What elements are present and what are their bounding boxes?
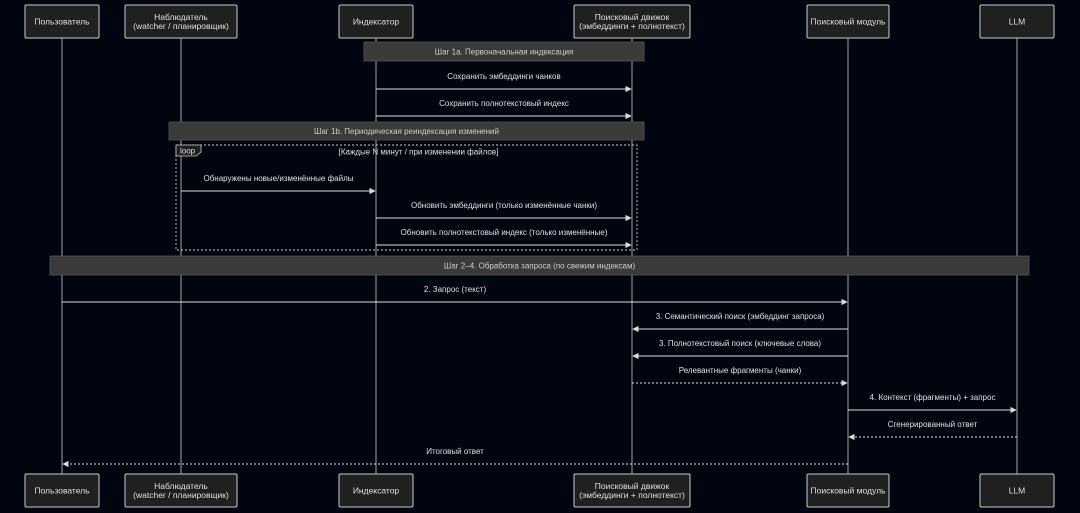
participant-label: (watcher / планировщик)	[133, 21, 229, 31]
note-text: Шаг 2–4. Обработка запроса (по свежим ин…	[444, 262, 636, 271]
message: Обновить эмбеддинги (только изменённые ч…	[376, 201, 632, 222]
participant-box	[124, 4, 238, 39]
loop-label: loop	[180, 147, 196, 156]
message: Обновить полнотекстовый индекс (только и…	[376, 228, 632, 249]
message: Обнаружены новые/изменённые файлы	[181, 174, 376, 195]
message-label: Сохранить полнотекстовый индекс	[439, 99, 569, 108]
participant-box	[573, 4, 691, 39]
message: 3. Полнотекстовый поиск (ключевые слова)	[632, 339, 848, 360]
participant-indexer-top: Индексатор	[338, 4, 414, 39]
message-label: Обновить полнотекстовый индекс (только и…	[401, 228, 608, 237]
note-step: Шаг 1b. Периодическая реиндексация измен…	[168, 121, 645, 141]
message: Сохранить эмбеддинги чанков	[376, 72, 632, 93]
message-label: Релевантные фрагменты (чанки)	[679, 366, 802, 375]
participant-box	[338, 473, 414, 508]
participant-label: Поисковый модуль	[811, 486, 886, 496]
participant-label: LLM	[1009, 17, 1026, 27]
loop-fragment: loop [Каждые N минут / при изменении файл…	[175, 144, 638, 251]
participant-label: Наблюдатель	[154, 12, 208, 22]
participant-label: Наблюдатель	[154, 481, 208, 491]
message: 3. Семантический поиск (эмбеддинг запрос…	[632, 312, 848, 333]
participant-label: Индексатор	[353, 17, 400, 27]
participant-watcher-top: Наблюдатель(watcher / планировщик)	[124, 4, 238, 39]
message-label: 2. Запрос (текст)	[424, 285, 487, 294]
participant-search-bottom: Поисковый модуль	[806, 473, 890, 508]
participant-user-top: Пользователь	[24, 4, 100, 39]
message: Сгенерированный ответ	[848, 420, 1017, 441]
participant-watcher-bottom: Наблюдатель(watcher / планировщик)	[124, 473, 238, 508]
message: 4. Контекст (фрагменты) + запрос	[848, 393, 1017, 414]
participant-label: Индексатор	[353, 486, 400, 496]
participant-label: (эмбеддинги + полнотекст)	[579, 490, 685, 500]
note-box	[168, 121, 645, 141]
note-text: Шаг 1b. Периодическая реиндексация измен…	[314, 127, 499, 136]
participants-bottom: Пользователь Наблюдатель(watcher / планир…	[24, 473, 1055, 508]
participant-box	[338, 4, 414, 39]
participant-label: Пользователь	[34, 486, 90, 496]
message-label: Сохранить эмбеддинги чанков	[447, 72, 560, 81]
note-box	[49, 255, 1030, 276]
message-label: 3. Семантический поиск (эмбеддинг запрос…	[656, 312, 825, 321]
message-label: Итоговый ответ	[426, 447, 484, 456]
message-label: 3. Полнотекстовый поиск (ключевые слова)	[659, 339, 821, 348]
participant-box	[24, 473, 100, 508]
participant-box	[806, 473, 890, 508]
message-label: Обнаружены новые/изменённые файлы	[204, 174, 354, 183]
loop-frame	[175, 144, 638, 251]
participant-label: (watcher / планировщик)	[133, 490, 229, 500]
note-step: Шаг 1a. Первоначальная индексация	[363, 41, 645, 62]
participant-label: (эмбеддинги + полнотекст)	[579, 21, 685, 31]
participant-user-bottom: Пользователь	[24, 473, 100, 508]
participant-indexer-bottom: Индексатор	[338, 473, 414, 508]
note-step: Шаг 2–4. Обработка запроса (по свежим ин…	[49, 255, 1030, 276]
message: Итоговый ответ	[62, 447, 848, 468]
message-label: Сгенерированный ответ	[888, 420, 978, 429]
participant-box	[979, 4, 1055, 39]
participant-engine-bottom: Поисковый движок(эмбеддинги + полнотекст…	[573, 473, 691, 508]
message: 2. Запрос (текст)	[62, 285, 848, 306]
participant-llm-top: LLM	[979, 4, 1055, 39]
message-label: Обновить эмбеддинги (только изменённые ч…	[411, 201, 597, 210]
loop-condition: [Каждые N минут / при изменении файлов]	[339, 148, 499, 157]
participant-box	[806, 4, 890, 39]
participant-label: Поисковый движок	[595, 12, 670, 22]
message: Релевантные фрагменты (чанки)	[632, 366, 848, 387]
note-box	[363, 41, 645, 62]
participant-label: Пользователь	[34, 17, 90, 27]
message-label: 4. Контекст (фрагменты) + запрос	[870, 393, 996, 402]
participant-label: Поисковый движок	[595, 481, 670, 491]
participants-top: Пользователь Наблюдатель(watcher / планир…	[24, 4, 1055, 39]
loop-label-box	[175, 144, 202, 157]
participant-box	[979, 473, 1055, 508]
message: Сохранить полнотекстовый индекс	[376, 99, 632, 120]
participant-box	[124, 473, 238, 508]
participant-label: LLM	[1009, 486, 1026, 496]
participant-search-top: Поисковый модуль	[806, 4, 890, 39]
participant-label: Поисковый модуль	[811, 17, 886, 27]
note-text: Шаг 1a. Первоначальная индексация	[435, 48, 574, 57]
participant-engine-top: Поисковый движок(эмбеддинги + полнотекст…	[573, 4, 691, 39]
participant-box	[573, 473, 691, 508]
participant-llm-bottom: LLM	[979, 473, 1055, 508]
participant-box	[24, 4, 100, 39]
